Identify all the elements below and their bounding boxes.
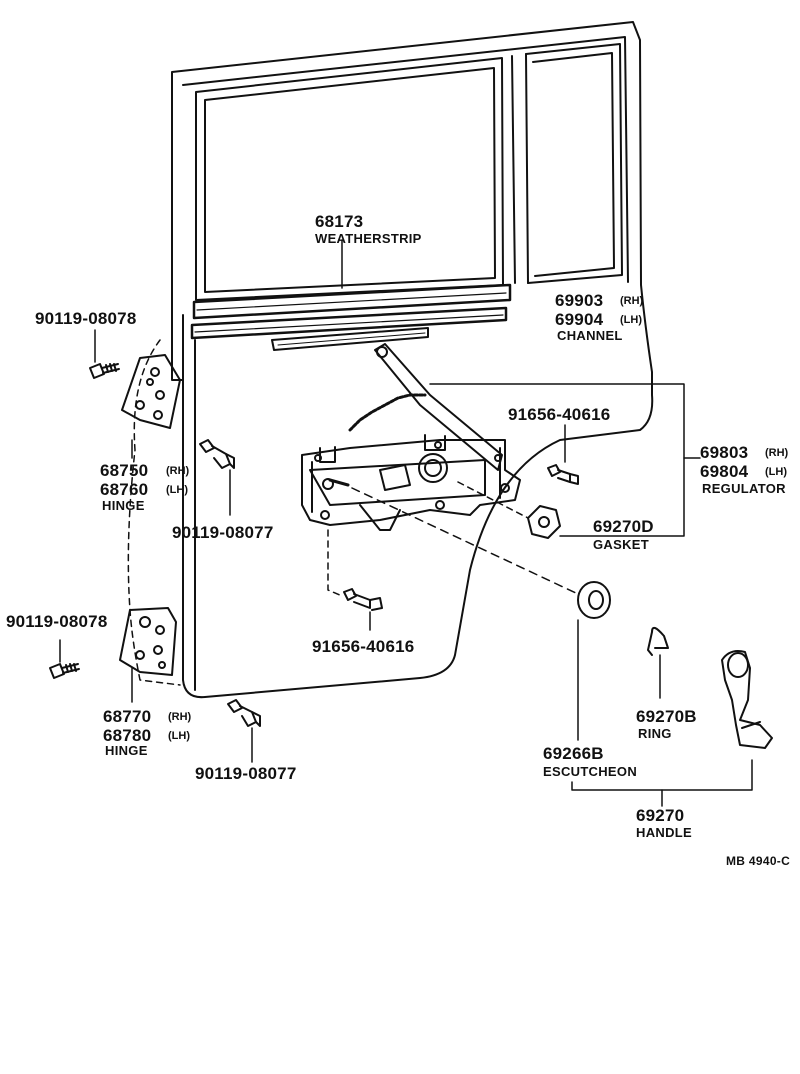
hinge-lower-rh-side: (RH) xyxy=(168,711,192,723)
quarter-window xyxy=(525,43,623,284)
window-channel xyxy=(190,306,508,340)
screw-upper-left xyxy=(89,363,120,379)
weatherstrip-name: WEATHERSTRIP xyxy=(315,231,422,246)
lower-channel xyxy=(271,327,429,351)
channel-name: CHANNEL xyxy=(557,328,623,343)
hinge-upper-rh-side: (RH) xyxy=(166,465,190,477)
regulator-bolt-bottom-part-number: 91656-40616 xyxy=(312,637,415,656)
bolt-lower-part-number: 90119-08077 xyxy=(195,764,297,783)
ring-name: RING xyxy=(638,726,672,741)
regulator-bolt-top-part-number: 91656-40616 xyxy=(508,405,611,424)
gasket-part-number: 69270D xyxy=(593,517,654,536)
bolt-upper-mid-part-number: 90119-08077 xyxy=(172,523,274,542)
escutcheon-name: ESCUTCHEON xyxy=(543,764,638,779)
handle-part-number: 69270 xyxy=(636,806,685,825)
regulator-bolt-bottom xyxy=(343,588,383,611)
escutcheon xyxy=(577,581,611,619)
bolt-lower xyxy=(227,699,261,727)
hinge-lower-lh-part-number: 68780 xyxy=(103,726,152,745)
door-inner-edge xyxy=(182,314,196,691)
quarter-glass-channel xyxy=(511,53,529,284)
window-handle xyxy=(721,650,773,749)
window-opening-inner xyxy=(195,57,504,301)
regulator-rh-part-number: 69803 xyxy=(700,443,749,462)
gasket-name: GASKET xyxy=(593,537,649,552)
hinge-lower-lh-side: (LH) xyxy=(168,730,190,742)
regulator-name: REGULATOR xyxy=(702,481,786,496)
escutcheon-part-number: 69266B xyxy=(543,744,604,763)
ring-clip xyxy=(647,626,669,656)
channel-rh-part-number: 69903 xyxy=(555,291,604,310)
screw-top-left-part-number: 90119-08078 xyxy=(35,309,137,328)
gasket xyxy=(527,505,561,539)
regulator-lh-side: (LH) xyxy=(765,466,787,478)
drawing-code: MB 4940-C xyxy=(726,854,791,868)
bolt-upper-mid xyxy=(199,439,235,469)
lower-hinge xyxy=(119,607,177,676)
ring-part-number: 69270B xyxy=(636,707,697,726)
door-frame-inner-top xyxy=(182,36,629,283)
channel-lh-side: (LH) xyxy=(620,314,642,326)
weatherstrip-part-number: 68173 xyxy=(315,212,364,231)
channel-rh-side: (RH) xyxy=(620,295,644,307)
quarter-window-inner xyxy=(532,52,615,277)
door-frame-outline xyxy=(171,21,654,699)
regulator-bolt-top xyxy=(547,464,579,485)
window-opening-inner-2 xyxy=(204,67,496,293)
screw-lower-left-part-number: 90119-08078 xyxy=(6,612,108,631)
window-regulator xyxy=(301,343,521,531)
upper-hinge xyxy=(121,354,181,429)
hinge-lower-name: HINGE xyxy=(105,743,148,758)
handle-name: HANDLE xyxy=(636,825,692,840)
regulator-rh-side: (RH) xyxy=(765,447,789,459)
hinge-upper-lh-side: (LH) xyxy=(166,484,188,496)
weatherstrip xyxy=(192,283,512,320)
hinge-upper-lh-part-number: 68760 xyxy=(100,480,149,499)
hinge-upper-rh-part-number: 68750 xyxy=(100,461,149,480)
screw-lower-left xyxy=(49,663,80,679)
channel-lh-part-number: 69904 xyxy=(555,310,604,329)
regulator-lh-part-number: 69804 xyxy=(700,462,749,481)
hinge-upper-name: HINGE xyxy=(102,498,145,513)
hinge-lower-rh-part-number: 68770 xyxy=(103,707,152,726)
